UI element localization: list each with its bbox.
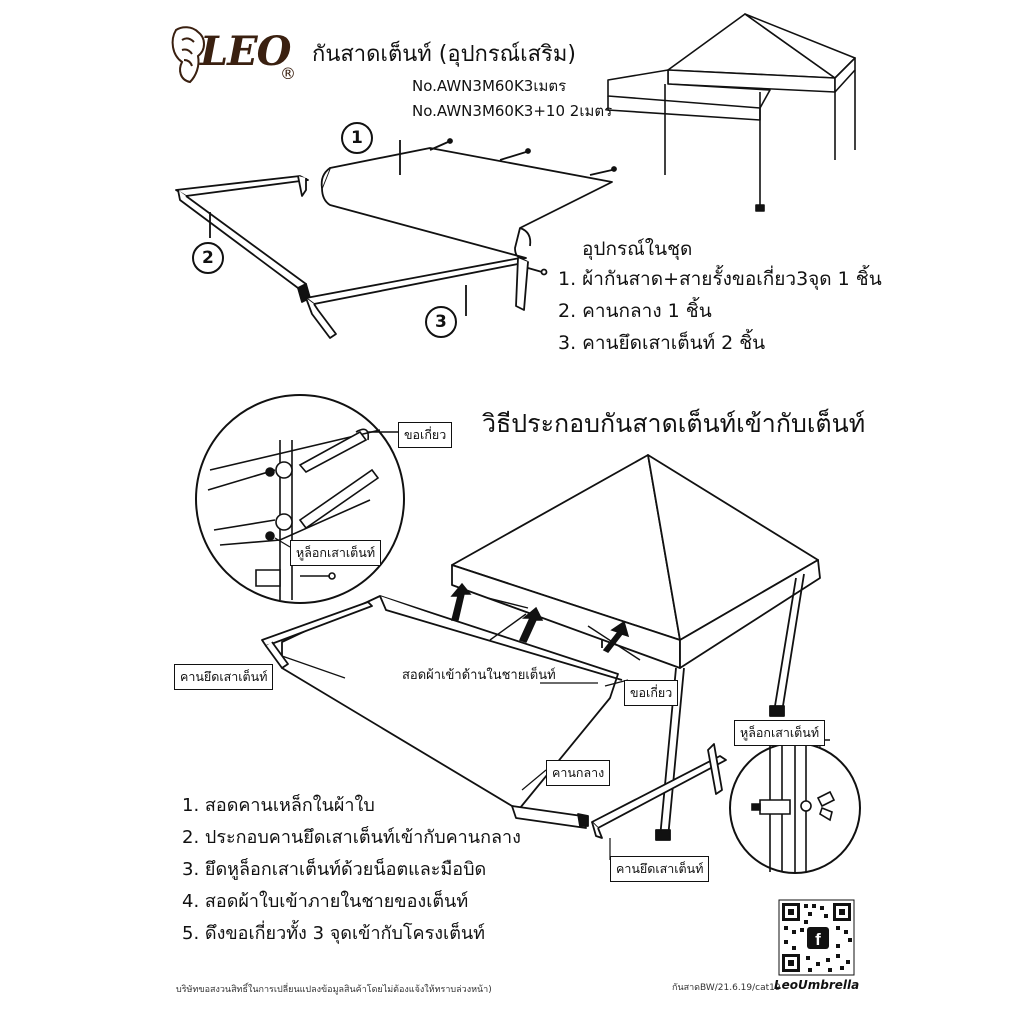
- parts-list-title: อุปกรณ์ในชุด: [582, 238, 693, 260]
- step-3: 3. ยึดหูล็อกเสาเต็นท์ด้วยน็อตและมือบิด: [182, 859, 487, 880]
- detail-hook-frame-illustration: [195, 394, 405, 604]
- parts-item-3: 3. คานยึดเสาเต็นท์ 2 ชิ้น: [558, 332, 766, 354]
- callout-pole-lock-2: หูล็อกเสาเต็นท์: [734, 720, 826, 746]
- model-number-1: No.AWN3M60K3เมตร: [412, 77, 567, 95]
- step-2: 2. ประกอบคานยึดเสาเต็นท์เข้ากับคานกลาง: [182, 827, 521, 848]
- step-4: 4. สอดผ้าใบเข้าภายในชายของเต็นท์: [182, 891, 469, 912]
- svg-text:f: f: [815, 930, 821, 949]
- page-title: กันสาดเต็นท์ (อุปกรณ์เสริม): [312, 42, 576, 67]
- registered-mark: ®: [280, 64, 296, 83]
- callout-pole-beam-right: คานยึดเสาเต็นท์: [610, 856, 710, 882]
- part-number-markers: [192, 122, 457, 338]
- parts-item-1: 1. ผ้ากันสาด+สายรั้งขอเกี่ยว3จุด 1 ชิ้น: [558, 268, 882, 290]
- tent-with-awning-illustration: [607, 13, 856, 212]
- callout-middle-beam: คานกลาง: [546, 760, 611, 786]
- footer-doc-code: กันสาดBW/21.6.19/cat19: [672, 983, 781, 993]
- marker-3: 3: [435, 312, 447, 332]
- callout-hook-2: ขอเกี่ยว: [624, 680, 679, 706]
- callout-pole-lock-1: หูล็อกเสาเต็นท์: [290, 540, 382, 566]
- detail-pole-lock-illustration: [729, 739, 861, 874]
- brand-logo: LEO: [200, 28, 291, 75]
- part-fabric-illustration: [320, 138, 617, 260]
- facebook-icon: [807, 927, 829, 949]
- callout-insert-fabric: สอดผ้าเข้าด้านในชายเต็นท์: [402, 668, 556, 683]
- insert-arrows: [450, 582, 630, 653]
- parts-item-2: 2. คานกลาง 1 ชิ้น: [558, 300, 712, 322]
- marker-2: 2: [202, 248, 214, 268]
- part-pole-beam-illustration: [305, 257, 548, 339]
- footer-brand: LeoUmbrella: [774, 978, 860, 992]
- footer-disclaimer: บริษัทขอสงวนสิทธิ์ในการเปลี่ยนแปลงข้อมูล…: [176, 985, 492, 995]
- callout-hook: ขอเกี่ยว: [398, 422, 453, 448]
- model-number-2: No.AWN3M60K3+10 2เมตร: [412, 102, 613, 120]
- part-middle-beam-illustration: [175, 175, 311, 303]
- lion-logo-icon: [171, 26, 205, 84]
- step-5: 5. ดึงขอเกี่ยวทั้ง 3 จุดเข้ากับโครงเต็นท…: [182, 923, 486, 944]
- assembly-title: วิธีประกอบกันสาดเต็นท์เข้ากับเต็นท์: [482, 409, 866, 438]
- tent-assembly-illustration: [261, 454, 821, 841]
- callout-pole-beam-left: คานยึดเสาเต็นท์: [174, 664, 274, 690]
- qr-code: f: [778, 899, 855, 976]
- step-1: 1. สอดคานเหล็กในผ้าใบ: [182, 795, 375, 816]
- marker-1: 1: [351, 128, 363, 148]
